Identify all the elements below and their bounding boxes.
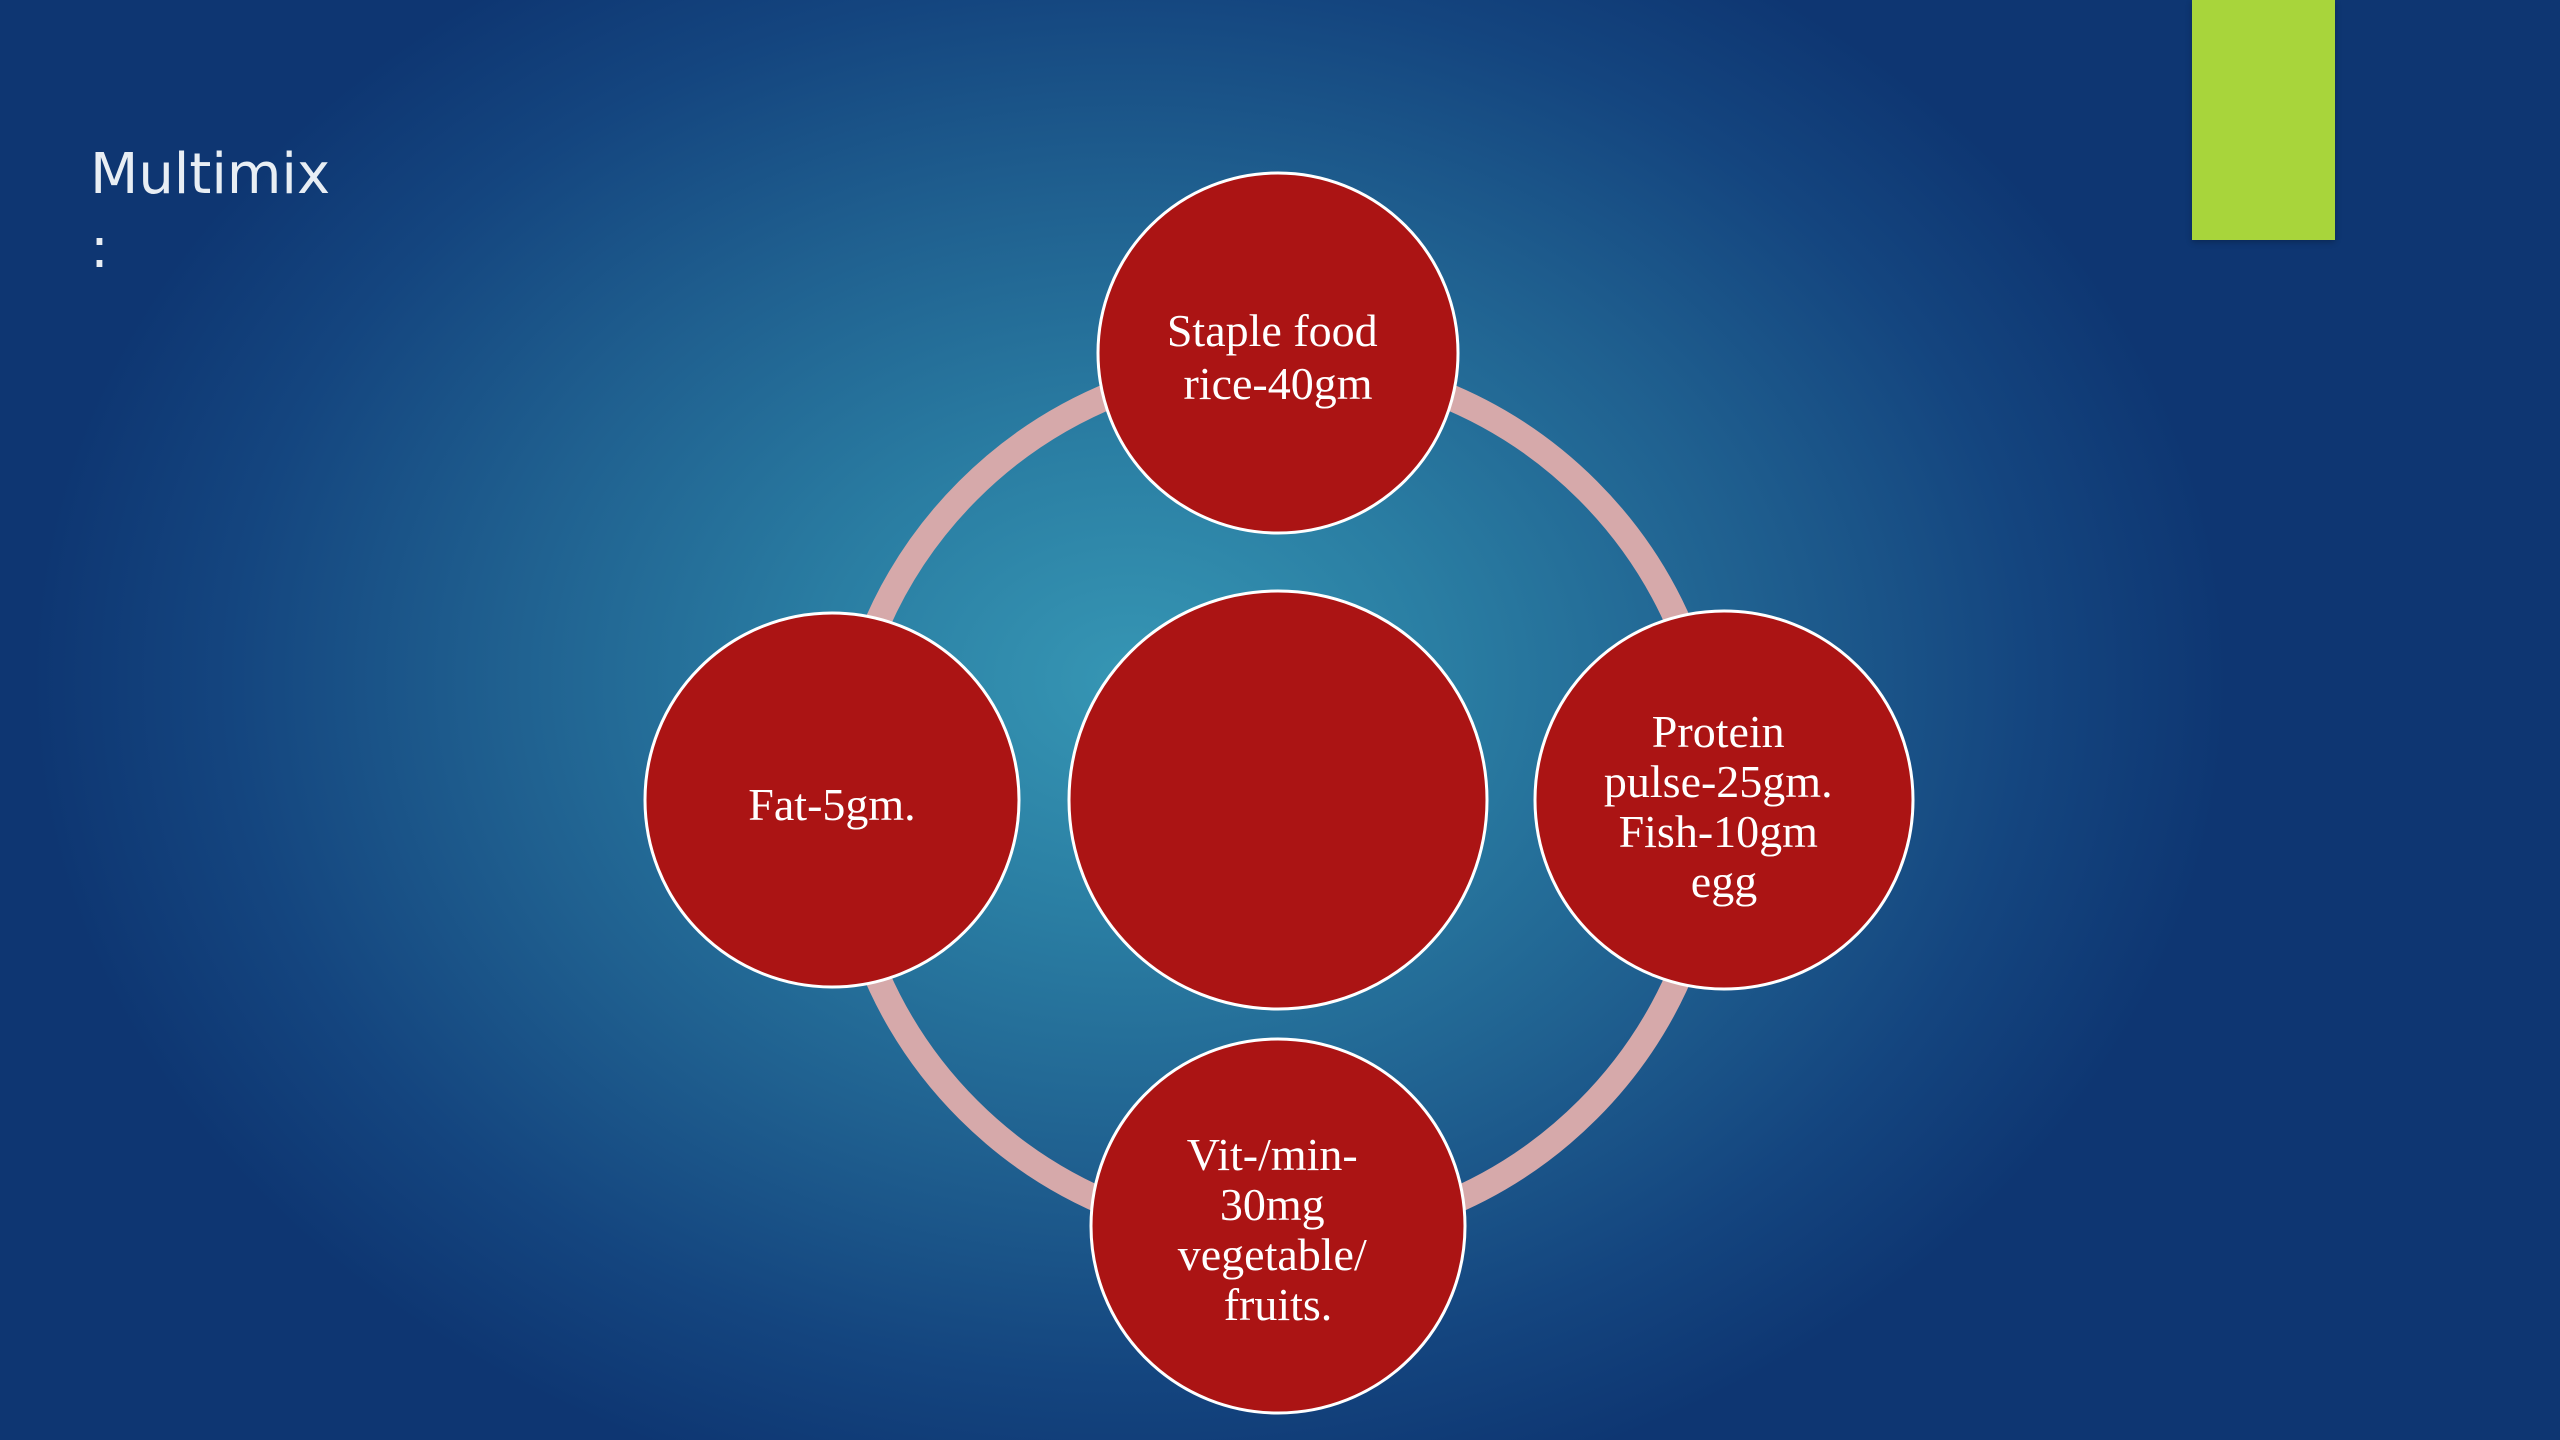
node-staple-label: Staple food rice-40gm <box>1167 305 1389 409</box>
node-vitmin-line-2: 30mg <box>1220 1179 1325 1230</box>
node-fat-line-1: Fat-5gm. <box>748 779 915 830</box>
node-vitmin-circle <box>1089 1037 1467 1415</box>
slide-title-line-1: Multimix <box>90 142 331 207</box>
node-vitmin-line-3: vegetable/ <box>1178 1229 1367 1280</box>
node-protein-line-1: Protein <box>1652 706 1785 757</box>
node-protein-line-2: pulse-25gm. <box>1604 756 1833 807</box>
center-node-circle <box>1067 589 1489 1011</box>
node-protein-line-3: Fish-10gm <box>1619 806 1819 857</box>
node-protein-label: Protein pulse-25gm. Fish-10gm egg <box>1604 706 1844 907</box>
node-vitmin: Vit-/min- 30mg vegetable/ fruits. <box>1089 1037 1467 1415</box>
node-staple-circle <box>1096 171 1460 535</box>
node-staple-line-1: Staple food <box>1167 305 1378 356</box>
center-node <box>1067 589 1489 1011</box>
node-protein: Protein pulse-25gm. Fish-10gm egg <box>1533 609 1915 991</box>
slide-title-line-2: : <box>90 216 109 281</box>
node-protein-circle <box>1533 609 1915 991</box>
node-staple: Staple food rice-40gm <box>1096 171 1460 535</box>
node-vitmin-line-1: Vit-/min- <box>1187 1129 1358 1180</box>
node-protein-line-4: egg <box>1691 856 1757 907</box>
slide-title: Multimix : <box>90 138 490 286</box>
node-fat-circle <box>643 611 1021 989</box>
node-vitmin-line-4: fruits. <box>1224 1279 1333 1330</box>
node-vitmin-label: Vit-/min- 30mg vegetable/ fruits. <box>1178 1129 1379 1330</box>
node-staple-line-2: rice-40gm <box>1183 358 1372 409</box>
node-fat-label: Fat-5gm. <box>748 779 915 830</box>
node-fat: Fat-5gm. <box>643 611 1021 989</box>
accent-bar <box>2192 0 2335 240</box>
